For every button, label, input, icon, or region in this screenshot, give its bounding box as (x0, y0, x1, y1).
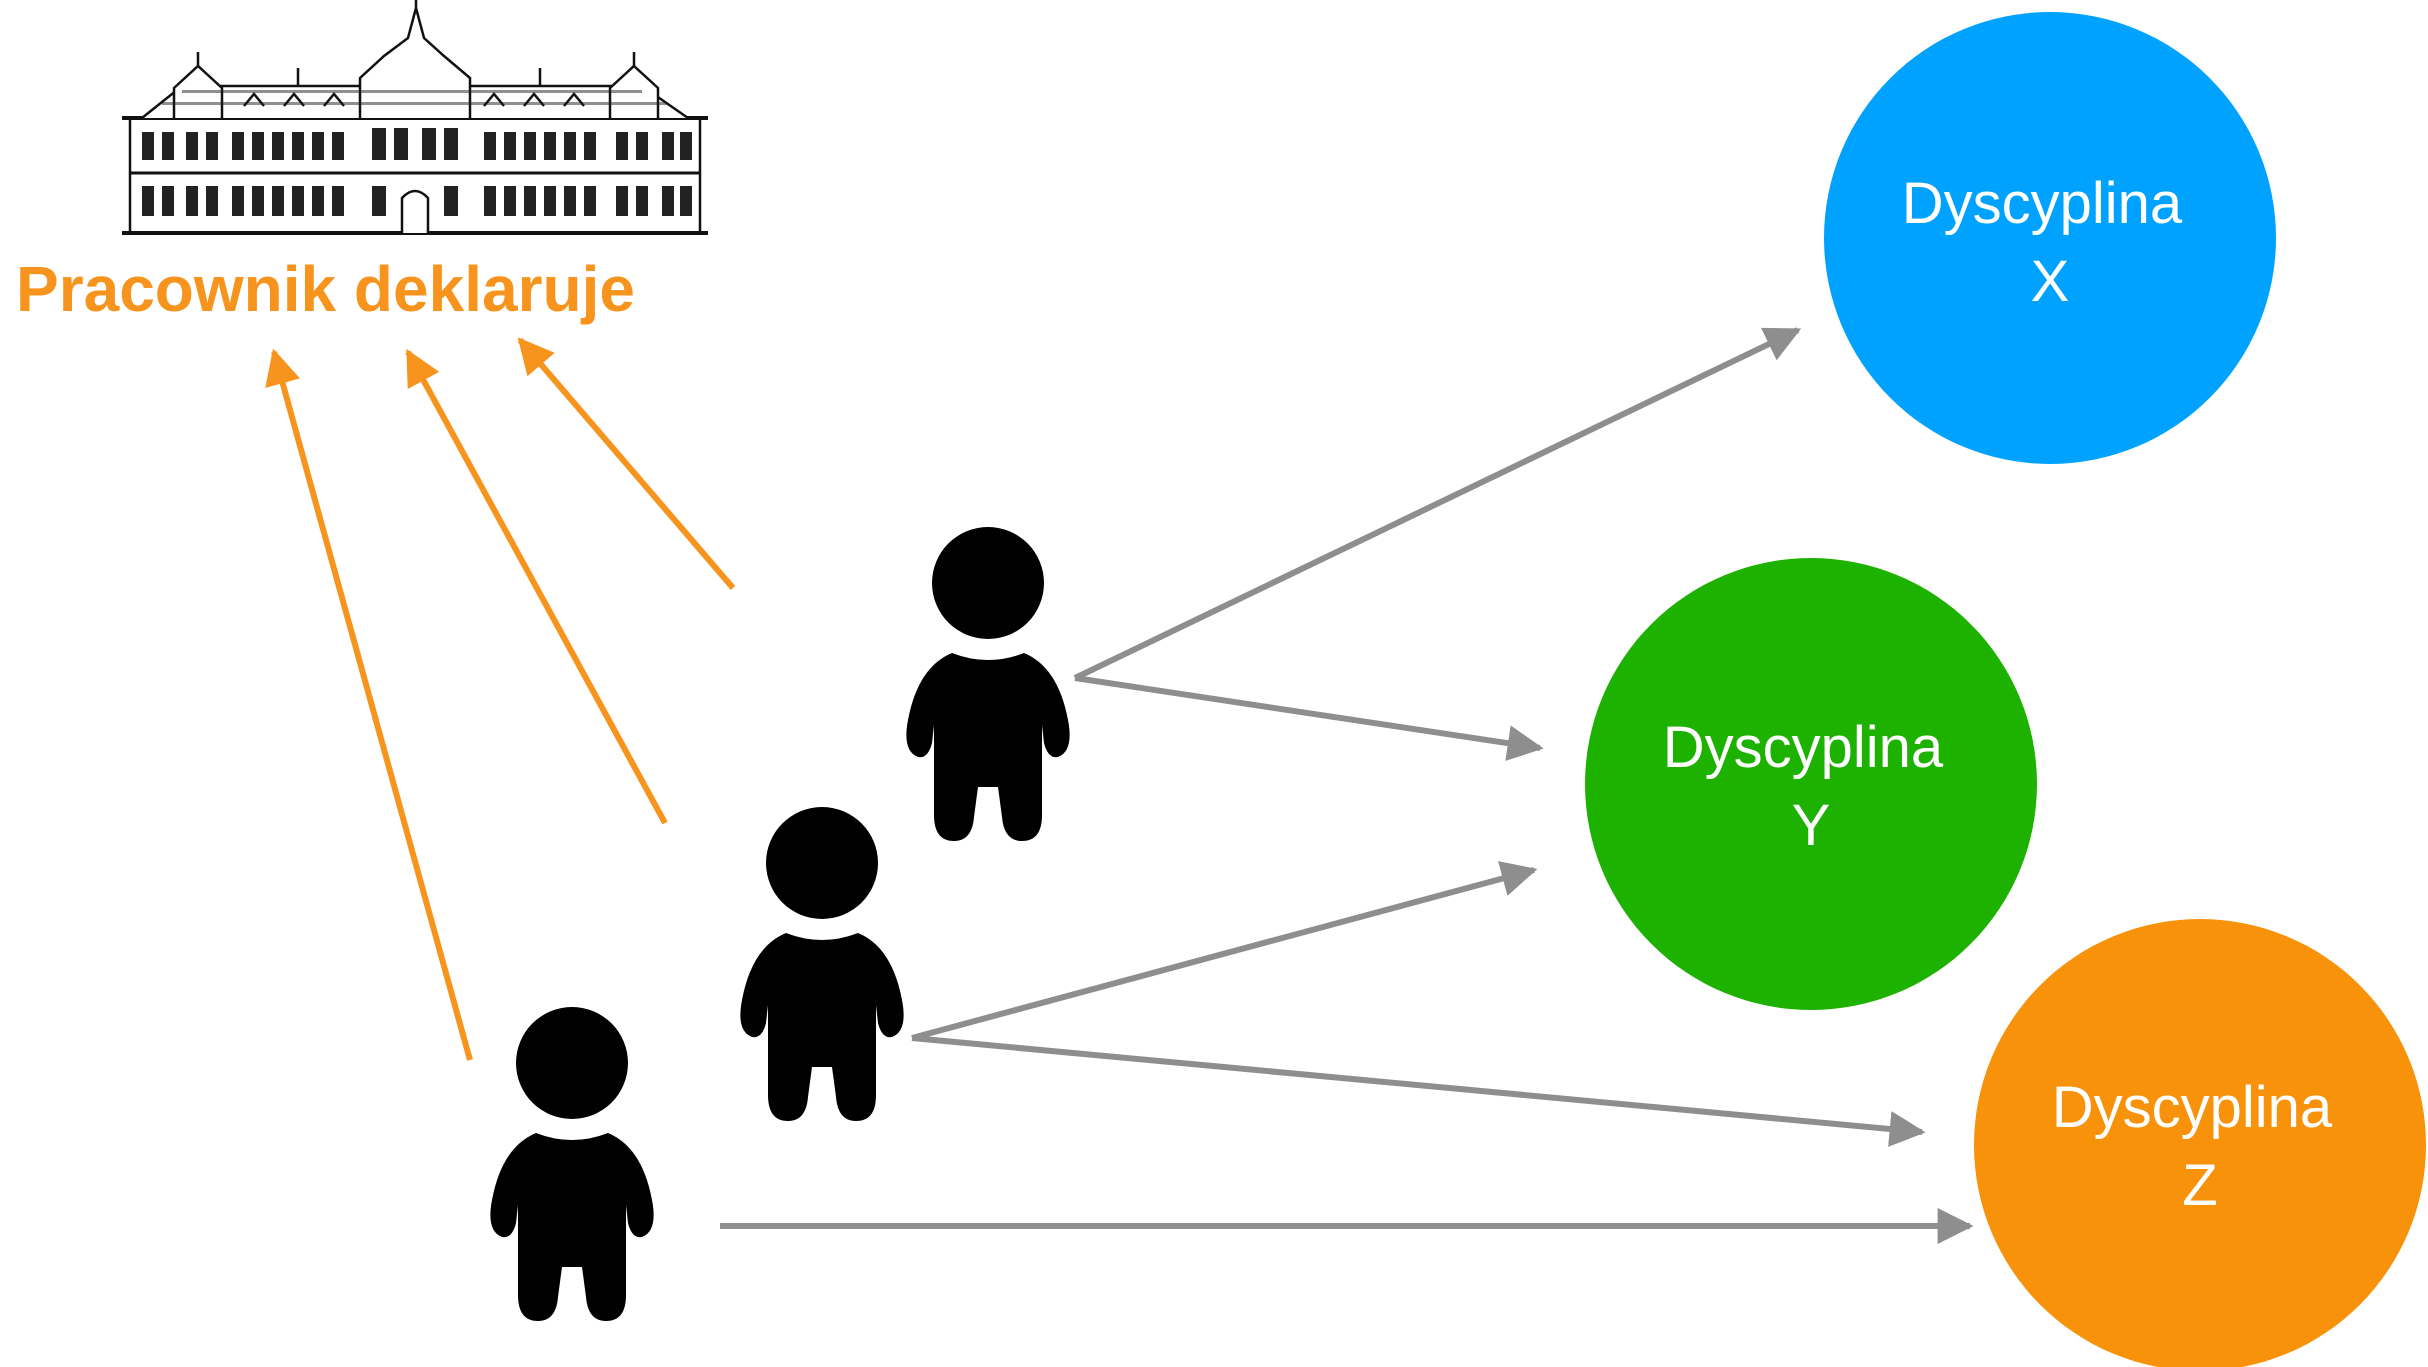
discipline-y-line1: Dyscyplina (1663, 715, 1944, 780)
declaration-arrow-2 (405, 348, 668, 825)
people (490, 527, 1070, 1321)
svg-text:Dyscyplina Z: Dyscyplina Z (2052, 1075, 2349, 1218)
discipline-z: Dyscyplina Z (1974, 919, 2426, 1367)
arrow-person3-to-x (1073, 327, 1802, 681)
discipline-x: Dyscyplina X (1824, 12, 2276, 464)
discipline-x-line1: Dyscyplina (1902, 171, 2183, 236)
discipline-x-circle (1824, 12, 2276, 464)
discipline-z-line1: Dyscyplina (2052, 1075, 2333, 1140)
university-building-icon (122, 0, 708, 235)
declaration-arrows (265, 337, 736, 1061)
header-label: Pracownik deklaruje (16, 253, 635, 325)
svg-text:Dyscyplina Y: Dyscyplina Y (1663, 715, 1960, 858)
assignment-arrows (720, 327, 1974, 1244)
person-icon (490, 1007, 654, 1321)
declaration-arrow-1 (265, 348, 473, 1061)
discipline-x-line2: X (2031, 249, 2070, 314)
declaration-arrow-3 (517, 337, 736, 590)
svg-text:Dyscyplina X: Dyscyplina X (1902, 171, 2199, 314)
discipline-y: Dyscyplina Y (1585, 558, 2037, 1010)
discipline-y-circle (1585, 558, 2037, 1010)
arrow-person2-to-z (911, 1035, 1926, 1147)
arrow-person2-to-y (911, 861, 1538, 1041)
discipline-y-line2: Y (1792, 793, 1831, 858)
person-icon (740, 807, 904, 1121)
discipline-z-line2: Z (2182, 1153, 2217, 1218)
person-icon (906, 527, 1070, 841)
arrow-person3-to-y (1074, 675, 1544, 761)
discipline-z-circle (1974, 919, 2426, 1367)
